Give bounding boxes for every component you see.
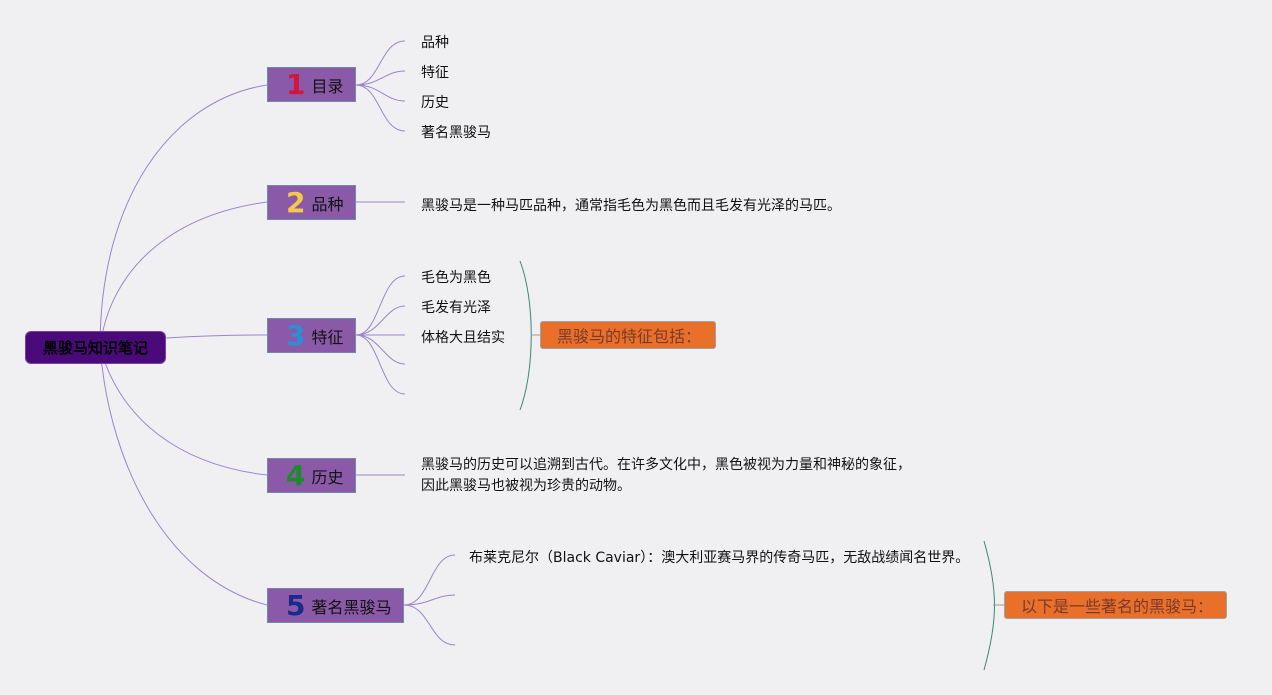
root-to-branch-2: [99, 201, 268, 348]
branch-label: 目录: [311, 76, 344, 96]
leaf-history[interactable]: 历史: [421, 95, 449, 111]
root-title: 黑骏马知识笔记: [42, 339, 148, 357]
famous-summary-note[interactable]: 以下是一些著名的黑骏马：: [1004, 591, 1227, 619]
summary-label: 黑骏马的特征包括：: [557, 327, 702, 346]
leaf-features[interactable]: 特征: [421, 65, 449, 81]
root-to-branch-1: [99, 84, 268, 348]
breed-description[interactable]: 黑骏马是一种马匹品种，通常指毛色为黑色而且毛发有光泽的马匹。: [421, 198, 841, 214]
feature-black-coat[interactable]: 毛色为黑色: [421, 270, 491, 286]
root-to-branch-3: [165, 334, 268, 339]
branch-history[interactable]: 4 历史: [267, 458, 356, 493]
branch-catalog[interactable]: 1 目录: [267, 67, 356, 102]
feature-large-build[interactable]: 体格大且结实: [421, 330, 505, 346]
history-line-1: 黑骏马的历史可以追溯到古代。在许多文化中，黑色被视为力量和神秘的象征，: [421, 457, 911, 473]
branch-label: 著名黑骏马: [311, 597, 392, 617]
summary-bracket-features: [519, 260, 532, 411]
branch-label: 历史: [311, 467, 344, 487]
leaf-breed[interactable]: 品种: [421, 35, 449, 51]
root-to-branch-5: [99, 346, 268, 606]
branch-label: 特征: [311, 327, 344, 347]
features-summary-note[interactable]: 黑骏马的特征包括：: [540, 321, 716, 349]
branch-features[interactable]: 3 特征: [267, 318, 356, 353]
root-node[interactable]: 黑骏马知识笔记: [25, 331, 166, 364]
feature-glossy-hair[interactable]: 毛发有光泽: [421, 300, 491, 316]
root-to-branch-4: [99, 346, 268, 476]
number-2-icon: 2: [286, 185, 306, 219]
number-5-icon: 5: [286, 588, 306, 622]
number-1-icon: 1: [286, 67, 306, 101]
branch-breed[interactable]: 2 品种: [267, 185, 356, 220]
history-description[interactable]: 黑骏马的历史可以追溯到古代。在许多文化中，黑色被视为力量和神秘的象征， 因此黑骏…: [421, 455, 911, 497]
number-3-icon: 3: [286, 318, 306, 352]
branch-famous[interactable]: 5 著名黑骏马: [267, 588, 404, 623]
leaf-famous[interactable]: 著名黑骏马: [421, 125, 491, 141]
branch-label: 品种: [311, 194, 344, 214]
summary-bracket-famous: [983, 540, 995, 671]
number-4-icon: 4: [286, 458, 306, 492]
summary-label: 以下是一些著名的黑骏马：: [1021, 597, 1214, 616]
famous-horse-black-caviar[interactable]: 布莱克尼尔（Black Caviar）：澳大利亚赛马界的传奇马匹，无敌战绩闻名世…: [469, 550, 970, 566]
history-line-2: 因此黑骏马也被视为珍贵的动物。: [421, 478, 631, 494]
